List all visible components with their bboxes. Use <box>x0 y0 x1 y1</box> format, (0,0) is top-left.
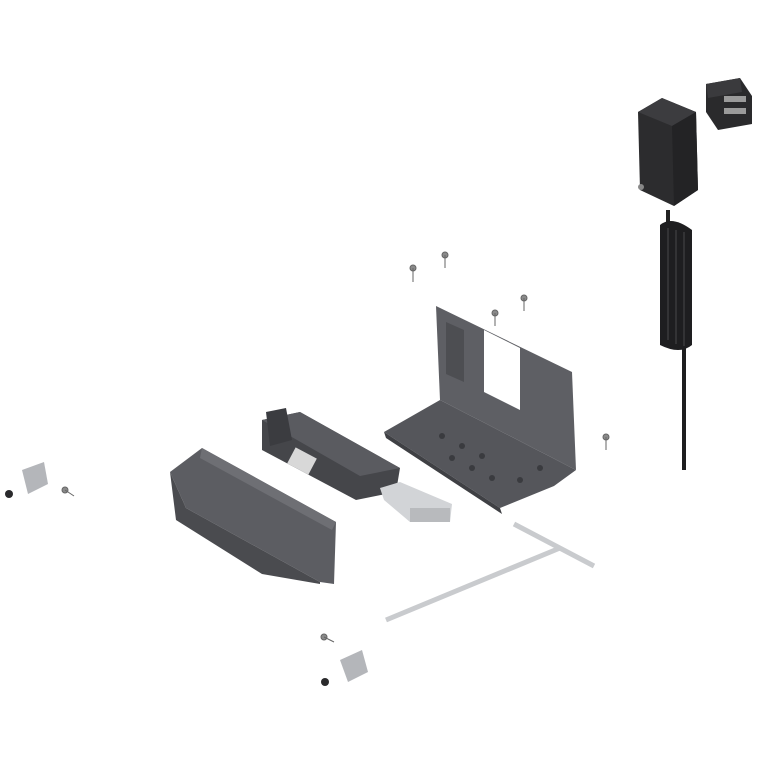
screw-icon <box>602 433 610 450</box>
screw-icon <box>61 486 75 497</box>
screw-icon <box>320 633 335 643</box>
screw-icon <box>409 264 417 282</box>
screws <box>61 251 610 643</box>
screw-icon <box>520 294 528 311</box>
plug-adapter <box>706 78 752 130</box>
screw-icon <box>441 251 449 268</box>
end-cap-bottom <box>321 650 368 686</box>
cover <box>170 448 336 584</box>
screw-icon <box>491 309 499 326</box>
mounting-bracket <box>384 306 576 514</box>
power-supply <box>638 98 698 206</box>
motor-unit <box>262 408 452 522</box>
metal-rail <box>385 521 596 623</box>
cable <box>660 210 692 470</box>
end-cap-left <box>5 462 48 498</box>
